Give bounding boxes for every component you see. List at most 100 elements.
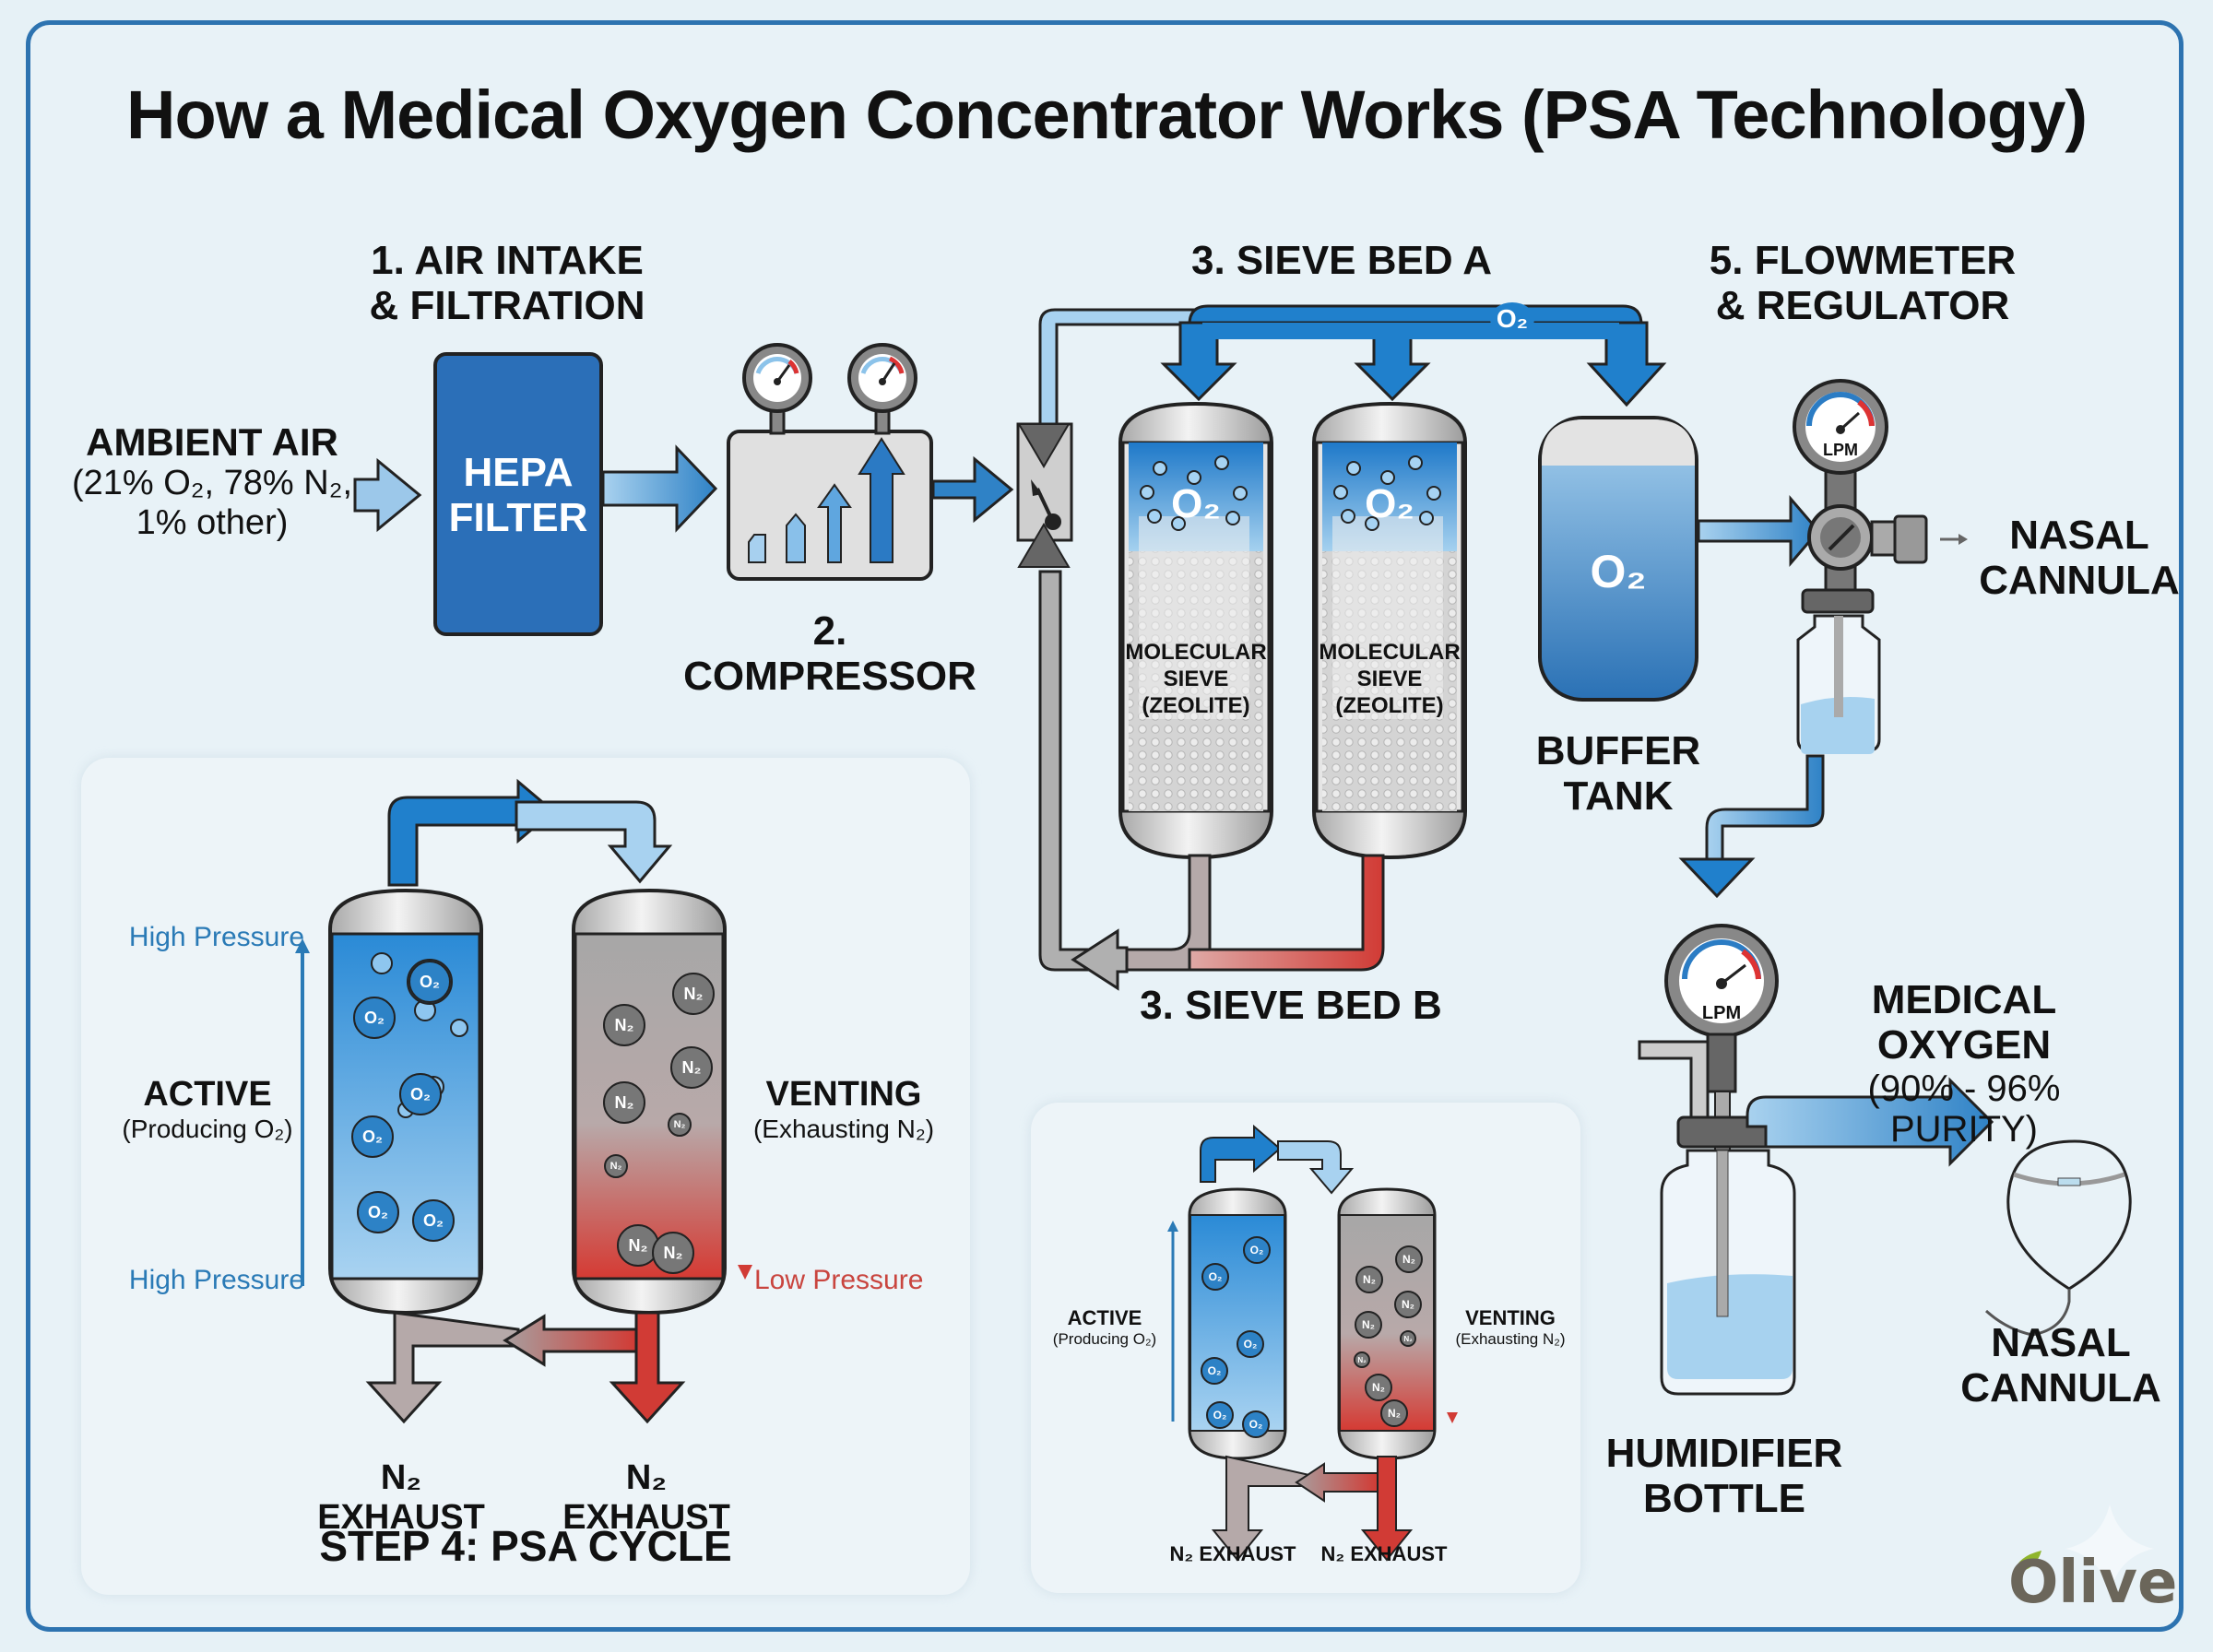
regulator-gauge-unit: LPM [1823,441,1858,459]
n2-molecule: N₂ [1380,1399,1408,1427]
media-line2: SIEVE [1163,666,1229,691]
o2-molecule: O₂ [1237,1330,1264,1358]
return-pipe [1038,570,1088,972]
hepa-filter [433,352,603,636]
buffer-line1: BUFFER [1535,728,1701,773]
humidifier-inlet-arrow [1678,857,1756,899]
valve-triangle-icon [1017,523,1071,568]
cannula-top-line2: CANNULA [1979,558,2180,604]
o2-molecule: O₂ [1206,1401,1234,1429]
exhaust-right-label: N₂ EXHAUST [562,1458,730,1537]
compressor-gauge-icon [847,343,917,413]
humidifier-label: HUMIDIFIER BOTTLE [1604,1431,1844,1522]
psa-cycle-panel [81,758,970,1595]
buffer-tank-gas: O₂ [1590,546,1647,597]
small-active-label: ACTIVE (Producing O₂) [1040,1306,1169,1348]
humidifier-outlet-arrow [1746,1077,1994,1167]
ambient-air-arrow [353,457,422,533]
sieve-bed-b-media: MOLECULAR SIEVE (ZEOLITE) [1319,640,1461,719]
ambient-air-title: AMBIENT AIR [86,420,338,464]
inlet-arrow-bed-a [1160,321,1237,402]
compressor-gauge-icon [742,343,812,413]
o2-molecule: O₂ [351,1115,394,1158]
hepa-line2: FILTER [448,495,588,541]
step5-line1: 5. FLOWMETER [1709,238,2017,283]
o2-molecule: O₂ [412,1199,455,1242]
pressure-bar-icon [748,534,766,563]
o2-badge-label: O₂ [1496,304,1529,333]
humidifier-bottle [1638,924,1796,1396]
medical-oxygen-label: MEDICAL OXYGEN (90% - 96% PURITY) [1789,977,2139,1150]
o2-molecule: O₂ [357,1191,399,1233]
nasal-cannula-icon [1984,1139,2132,1337]
psa-cycle-small-panel [1031,1103,1580,1593]
o2-molecule: O₂ [1201,1263,1229,1291]
nasal-cannula-bottom-label: NASAL CANNULA [1955,1320,2167,1411]
sieve-bed-b-gas: O₂ [1365,481,1414,526]
media-line1: MOLECULAR [1319,640,1461,665]
bed-b-exhaust-pipe [1188,854,1385,972]
venting-sub: (Exhausting N₂) [752,1114,935,1143]
return-arrowhead [1071,928,1129,991]
step5-heading: 5. FLOWMETER & REGULATOR [1678,238,2047,329]
valve-triangle-icon [1017,423,1071,468]
media-line2: SIEVE [1356,666,1423,691]
pressure-bar-icon [786,513,806,563]
low-pressure-label: Low Pressure [754,1265,924,1295]
small-active-title: ACTIVE [1067,1306,1142,1329]
active-title: ACTIVE [143,1075,272,1114]
medical-oxygen-purity: (90% - 96% PURITY) [1867,1068,2061,1150]
step5-line2: & REGULATOR [1715,283,2010,329]
step1-heading: 1. AIR INTAKE & FILTRATION [350,238,664,329]
pressure-bar-icon [817,483,852,563]
high-pressure-top-label: High Pressure [128,922,304,952]
psa-cycle-title: STEP 4: PSA CYCLE [319,1522,732,1570]
ambient-air-composition: (21% O₂, 78% N₂, [71,464,353,503]
nasal-cannula-top-label: NASAL CANNULA [1973,513,2185,604]
high-pressure-bottom-label: High Pressure [128,1265,304,1295]
small-exhaust-right-label: N₂ EXHAUST [1320,1542,1448,1565]
buffer-tank [1538,416,1698,702]
small-venting-sub: (Exhausting N₂) [1455,1329,1566,1348]
o2-molecule: O₂ [1201,1357,1228,1385]
n2-molecule: N₂ [1365,1374,1392,1401]
n2-molecule: N₂ [672,973,715,1015]
small-exhaust-left-label: N₂ EXHAUST [1169,1542,1296,1565]
n2-molecule: N₂ [603,1004,645,1046]
step1-line1: 1. AIR INTAKE [371,238,644,283]
humidifier-line1: HUMIDIFIER [1605,1431,1843,1476]
n2-molecule: N₂ [652,1232,694,1274]
n2-molecule: N₂ [604,1154,628,1178]
buffer-line2: TANK [1563,773,1674,820]
o2-molecule: O₂ [1243,1236,1271,1264]
active-sub: (Producing O₂) [122,1114,293,1143]
step2-heading: 2. COMPRESSOR [683,608,976,700]
o2-molecule: O₂ [353,997,396,1039]
psa-small-diagram [1167,1124,1458,1562]
tank-to-regulator-arrow [1697,494,1820,568]
small-active-sub: (Producing O₂) [1052,1329,1157,1348]
n2-molecule: N₂ [668,1113,692,1137]
n2-molecule: N₂ [670,1046,713,1089]
active-label: ACTIVE (Producing O₂) [101,1075,314,1143]
n2-molecule: N₂ [1355,1266,1383,1293]
exhaust-left-label: N₂ EXHAUST [317,1458,485,1537]
brand-name: Olive [2008,1549,2178,1617]
o2-molecule: O₂ [408,961,451,1003]
pressure-bar-icon [858,437,905,563]
ambient-air-label: AMBIENT AIR (21% O₂, 78% N₂, 1% other) [65,420,360,542]
psa-large-diagram [295,778,752,1424]
cannula-bottom-line1: NASAL [1991,1320,2131,1365]
small-venting-title: VENTING [1465,1306,1556,1329]
sparkle-watermark [2065,1504,2154,1593]
media-line3: (ZEOLITE) [1335,692,1444,718]
buffer-tank-label: BUFFER TANK [1512,728,1724,820]
n2-molecule: N₂ [1395,1245,1423,1273]
page-title: How a Medical Oxygen Concentrator Works … [126,77,2088,153]
medical-oxygen-title: MEDICAL OXYGEN [1871,977,2057,1068]
o2-bubbles [1140,455,1441,531]
compressor-to-valve-arrow [931,455,1014,524]
humidifier-line2: BOTTLE [1643,1476,1805,1522]
o2-badge [1490,302,1534,336]
flow-regulator [1793,379,1968,754]
